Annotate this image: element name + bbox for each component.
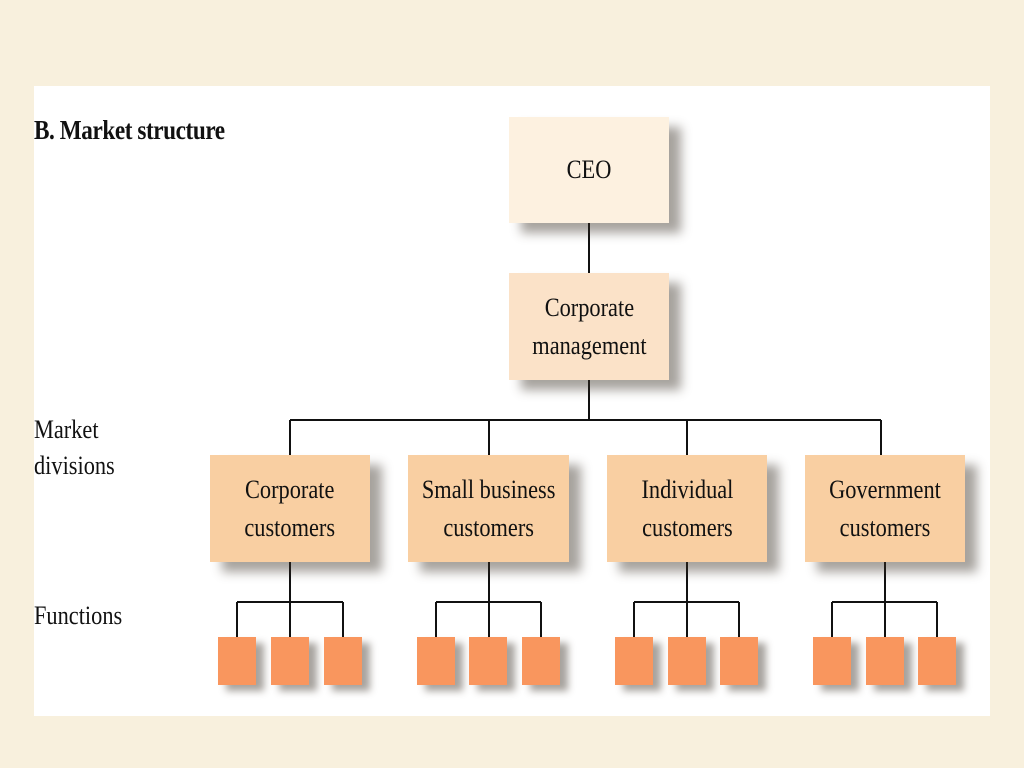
diagram-title: B. Market structure bbox=[34, 115, 225, 145]
division-node-government: Government customers bbox=[805, 455, 965, 562]
function-box bbox=[668, 637, 706, 685]
division-node-corporate: Corporate customers bbox=[210, 455, 370, 562]
function-box bbox=[813, 637, 851, 685]
division-label: Small business customers bbox=[421, 474, 556, 542]
division-node-individual: Individual customers bbox=[607, 455, 767, 562]
division-node-small-business: Small business customers bbox=[408, 455, 569, 562]
function-box bbox=[417, 637, 455, 685]
function-box bbox=[522, 637, 560, 685]
function-box bbox=[271, 637, 309, 685]
function-box bbox=[469, 637, 507, 685]
function-box bbox=[218, 637, 256, 685]
market-divisions-label: Market divisions bbox=[34, 415, 115, 480]
division-label: Government customers bbox=[829, 474, 941, 542]
function-box bbox=[324, 637, 362, 685]
function-box bbox=[918, 637, 956, 685]
function-box bbox=[615, 637, 653, 685]
corporate-management-label: Corporate management bbox=[531, 292, 647, 360]
ceo-label: CEO bbox=[566, 155, 612, 184]
function-box bbox=[866, 637, 904, 685]
division-label: Corporate customers bbox=[244, 474, 336, 542]
function-box bbox=[720, 637, 758, 685]
functions-label: Functions bbox=[34, 601, 123, 630]
ceo-node: CEO bbox=[509, 117, 669, 223]
division-label: Individual customers bbox=[641, 474, 733, 542]
corporate-management-node: Corporate management bbox=[509, 273, 669, 380]
